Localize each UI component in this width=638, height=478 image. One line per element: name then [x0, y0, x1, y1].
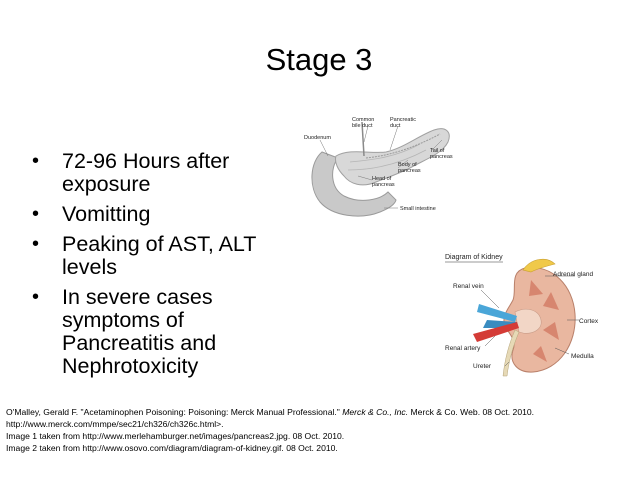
slide-title: Stage 3: [265, 42, 373, 77]
bile-duct-shape: [361, 121, 365, 157]
bullet-text: In severe cases: [62, 285, 213, 309]
bullet-dot-icon: •: [32, 286, 40, 308]
pancreas-label: Common: [352, 117, 374, 123]
reference-line: O'Malley, Gerald F. "Acetaminophen Poiso…: [6, 406, 634, 418]
bullet-list: • 72-96 Hours after exposure • Vomitting…: [30, 150, 300, 385]
pancreas-label: duct: [390, 123, 401, 129]
kidney-label: Renal vein: [453, 283, 484, 290]
bullet-item: • Peaking of AST, ALT levels: [30, 233, 300, 279]
renal-vein-shape: [477, 304, 517, 322]
reference-line: http://www.merck.com/mmpe/sec21/ch326/ch…: [6, 419, 224, 429]
pancreas-label: pancreas: [372, 182, 395, 188]
bullet-item: • Vomitting: [30, 203, 300, 226]
reference-text: O'Malley, Gerald F. "Acetaminophen Poiso…: [6, 407, 343, 417]
bullet-text: exposure: [62, 172, 151, 196]
bullet-dot-icon: •: [32, 203, 40, 225]
bullet-dot-icon: •: [32, 150, 40, 172]
duodenum-shape: [311, 151, 397, 217]
bullet-text: Nephrotoxicity: [62, 354, 199, 378]
bullet-text: Peaking of AST, ALT: [62, 232, 257, 256]
pancreas-label: Tail of: [430, 148, 445, 154]
adrenal-gland-shape: [522, 258, 556, 273]
reference-line: Image 2 taken from http://www.osovo.com/…: [6, 443, 338, 453]
bullet-text: symptoms of: [62, 308, 184, 332]
references: O'Malley, Gerald F. "Acetaminophen Poiso…: [6, 406, 634, 454]
kidney-label: Adrenal gland: [553, 271, 593, 278]
bullet-text: 72-96 Hours after: [62, 149, 230, 173]
kidney-label: Cortex: [579, 318, 599, 325]
bullet-dot-icon: •: [32, 233, 40, 255]
renal-artery-shape: [473, 322, 519, 342]
kidney-diagram: Diagram of Kidney Adrenal gland Renal ve…: [445, 254, 599, 377]
kidney-label: Ureter: [473, 363, 492, 370]
bullet-text: Vomitting: [62, 202, 151, 226]
reference-line: Image 1 taken from http://www.merlehambu…: [6, 431, 345, 441]
bullet-text: levels: [62, 255, 117, 279]
bullet-item: • In severe cases symptoms of Pancreatit…: [30, 286, 300, 378]
pancreas-label: Head of: [372, 176, 392, 182]
kidney-label: Renal artery: [445, 345, 481, 352]
bullet-item: • 72-96 Hours after exposure: [30, 150, 300, 196]
reference-text: Merck & Co. Web. 08 Oct. 2010.: [408, 407, 535, 417]
kidney-diagram-title: Diagram of Kidney: [445, 254, 503, 261]
pancreas-label: Pancreatic: [390, 117, 416, 123]
pancreas-label: Small intestine: [400, 206, 436, 212]
bullet-text: Pancreatitis and: [62, 331, 217, 355]
pancreas-label: bile duct: [352, 123, 373, 129]
ureter-shape: [502, 329, 520, 377]
pancreas-label: pancreas: [430, 154, 453, 160]
pancreas-label: pancreas: [398, 168, 421, 174]
reference-publisher: Merck & Co., Inc.: [342, 407, 409, 417]
kidney-label: Medulla: [571, 353, 594, 360]
pancreas-label: Body of: [398, 162, 417, 168]
pancreas-diagram: Common bile duct Pancreatic duct Duodenu…: [304, 117, 453, 217]
pancreas-label: Duodenum: [304, 135, 331, 141]
